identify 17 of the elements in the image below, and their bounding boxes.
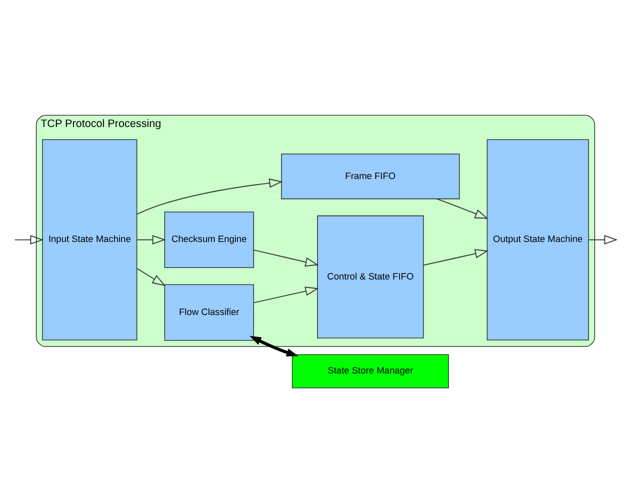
node-box: Control & State FIFO: [317, 214, 424, 338]
arrow: [14, 234, 44, 244]
arrow: [422, 248, 488, 266]
arrow: [436, 198, 488, 218]
node-box: Checksum Engine: [164, 211, 254, 268]
arrow: [588, 234, 618, 244]
arrow: [253, 249, 319, 266]
node-box: State Store Manager: [292, 354, 449, 388]
node-box: Frame FIFO: [281, 153, 460, 199]
node-box: Input State Machine: [42, 138, 138, 340]
arrow: [136, 234, 166, 244]
arrow: [250, 335, 298, 356]
arrow: [136, 268, 166, 286]
arrow: [136, 178, 283, 214]
arrow: [253, 286, 319, 303]
node-box: Output State Machine: [486, 138, 589, 340]
node-box: Flow Classifier: [164, 284, 254, 340]
